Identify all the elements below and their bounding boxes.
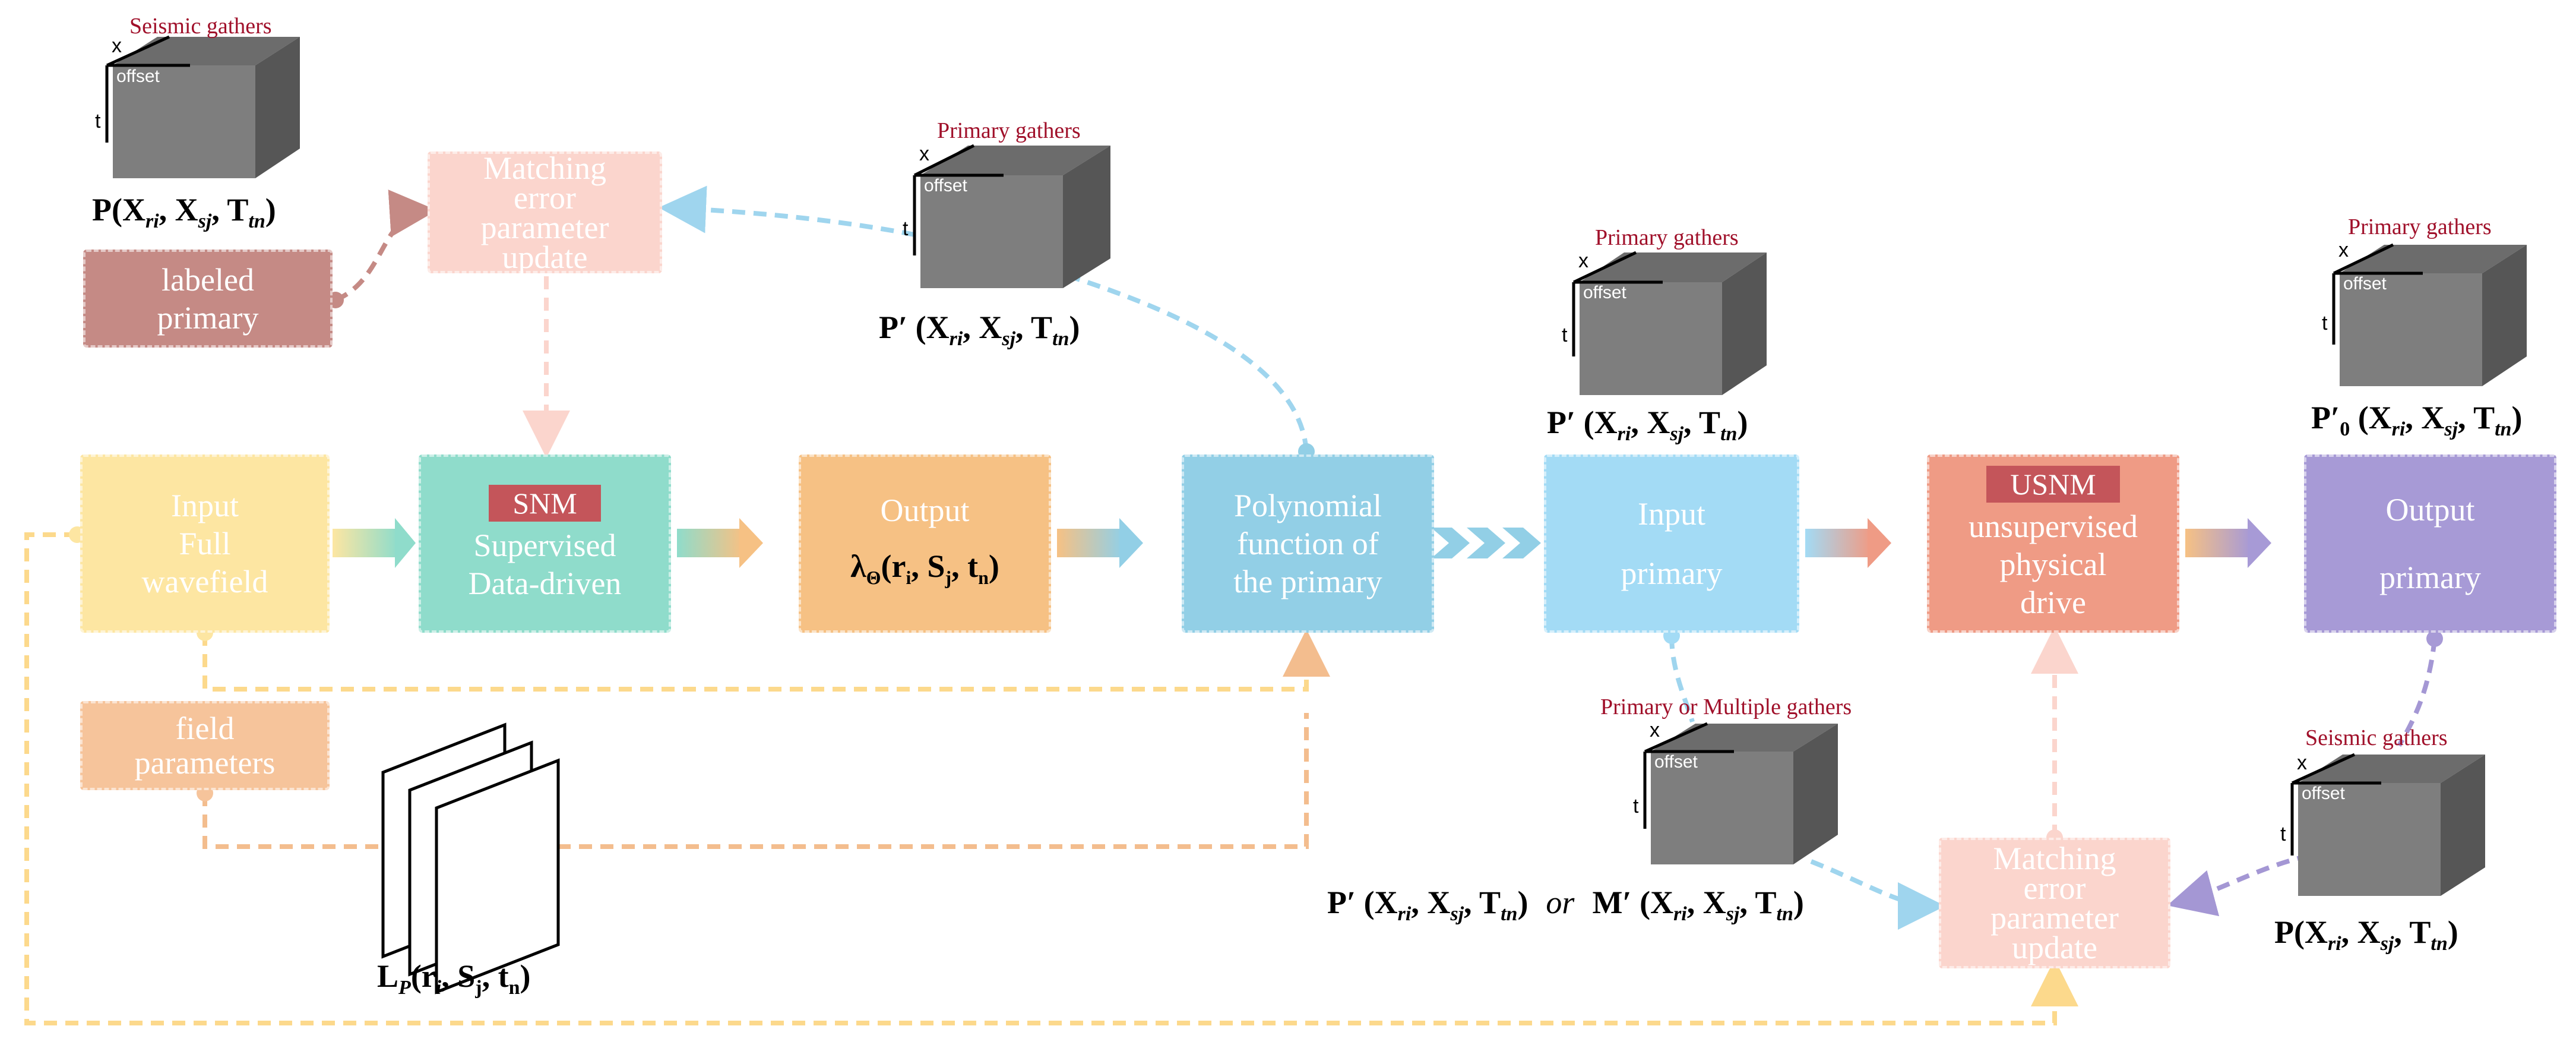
offset-label: offset [116, 67, 160, 86]
seismic-gather-cube-top [105, 35, 300, 178]
formula-p-prime-mid: P′ (Xri, Xsj, Ttn) [879, 310, 1080, 350]
input-full-line-1: Input [171, 488, 239, 523]
seismic-gather-cube-right [2290, 753, 2485, 896]
usnm-line-2: physical [1999, 547, 2107, 582]
chevron-arrows [1431, 528, 1541, 558]
axis-t: t [2280, 823, 2286, 845]
axis-t: t [903, 217, 909, 240]
axis-t: t [1633, 795, 1639, 817]
lp-matrix-sheets [381, 722, 560, 995]
connector-dot [2426, 630, 2443, 647]
field-line-1: field [175, 711, 235, 746]
link-input-under-to-poly [202, 629, 1330, 692]
primary-gathers-title-right: Primary gathers [1595, 225, 1739, 250]
offset-label: offset [924, 176, 967, 195]
arrow-input-primary-to-usnm [1805, 518, 1891, 568]
usnm-line-1: unsupervised [1969, 509, 2138, 544]
primary-gathers-title-far: Primary gathers [2348, 214, 2492, 239]
primary-gather-cube-mid [913, 144, 1110, 288]
primary-gathers-title-mid: Primary gathers [937, 118, 1081, 143]
poly-line-3: the primary [1233, 564, 1382, 599]
primary-gather-cube-right [1572, 251, 1767, 395]
matching-error-label-bottom: Matching error parameter update [1990, 841, 2119, 965]
poly-line-1: Polynomial [1233, 488, 1382, 523]
link-bottom-loop [24, 532, 2078, 1025]
axis-t: t [95, 110, 101, 132]
matching-error-box-bottom: Matching error parameter update [1939, 838, 2170, 968]
link-gather-to-match [1810, 859, 1945, 930]
snm-box: SNM Supervised Data-driven [419, 454, 671, 633]
axis-x: x [1650, 719, 1660, 741]
input-full-line-2: Full [179, 526, 231, 561]
arrow-input-to-snm [333, 518, 416, 568]
formula-p0-prime: P′0 (Xri, Xsj, Ttn) [2311, 400, 2523, 440]
axis-x: x [1578, 250, 1588, 272]
polynomial-box: Polynomial function of the primary [1182, 454, 1434, 633]
seismic-gathers-title-top: Seismic gathers [129, 14, 272, 39]
input-primary-box: Input primary [1544, 454, 1799, 633]
labeled-primary-box: labeled primary [83, 250, 333, 348]
arrow-output-to-poly [1057, 518, 1143, 568]
arrow-snm-to-output [677, 518, 763, 568]
matching-error-label-top: Matching error parameter update [480, 150, 609, 275]
output-title: Output [880, 492, 970, 528]
primary-gather-cube-far [2332, 243, 2527, 386]
snm-line-2: Data-driven [468, 566, 622, 601]
link-seismic-to-match [2167, 853, 2311, 917]
input-primary-line-2: primary [1621, 555, 1723, 591]
field-line-2: parameters [134, 745, 276, 781]
axis-x: x [2338, 239, 2349, 261]
link-input-primary-to-gather [1669, 635, 1695, 723]
formula-lp: LP(ri, Sj, tn) [377, 958, 531, 999]
axis-x: x [2297, 752, 2307, 774]
snm-line-1: Supervised [473, 528, 616, 563]
seismic-gathers-title-right: Seismic gathers [2305, 725, 2448, 750]
arrow-usnm-to-output [2185, 518, 2271, 568]
link-field-to-poly [202, 713, 1309, 849]
offset-label: offset [2343, 274, 2387, 293]
formula-p-prime-right: P′ (Xri, Xsj, Ttn) [1547, 405, 1748, 445]
link-output-to-seismic [2397, 638, 2437, 747]
input-full-line-3: wavefield [141, 564, 268, 599]
primary-or-multiple-title: Primary or Multiple gathers [1600, 695, 1852, 719]
output-lambda-formula: λΘ(ri, Sj, tn) [850, 548, 999, 588]
offset-label: offset [1583, 283, 1626, 302]
snm-tag: SNM [489, 485, 601, 522]
input-full-wavefield-box: Input Full wavefield [80, 454, 330, 633]
labeled-primary-label: labeled primary [157, 261, 259, 336]
output-primary-box: Output primary [2304, 454, 2556, 633]
axis-t: t [1562, 324, 1568, 346]
axis-t: t [2322, 312, 2328, 334]
offset-label: offset [2302, 784, 2345, 803]
input-primary-line-1: Input [1638, 496, 1705, 532]
axis-x: x [112, 34, 122, 57]
usnm-tag: USNM [1986, 466, 2120, 503]
usnm-line-3: drive [2020, 585, 2086, 620]
link-labeled-to-match [334, 190, 437, 302]
axis-x: x [919, 143, 929, 165]
or-label: or [1546, 885, 1575, 920]
offset-label: offset [1654, 752, 1698, 772]
primary-or-multiple-cube [1643, 722, 1838, 864]
formula-p-bottom-right: P(Xri, Xsj, Ttn) [2274, 914, 2458, 955]
poly-line-2: function of [1237, 526, 1379, 561]
field-parameters-box: field parameters [80, 701, 330, 790]
formula-p-top: P(Xri, Xsj, Ttn) [92, 192, 276, 232]
output-primary-line-1: Output [2385, 492, 2475, 528]
output-lambda-box: Output λΘ(ri, Sj, tn) [799, 454, 1051, 633]
output-primary-line-2: primary [2379, 560, 2481, 595]
usnm-box: USNM unsupervised physical drive [1927, 454, 2179, 633]
matching-error-box-top: Matching error parameter update [428, 151, 662, 273]
